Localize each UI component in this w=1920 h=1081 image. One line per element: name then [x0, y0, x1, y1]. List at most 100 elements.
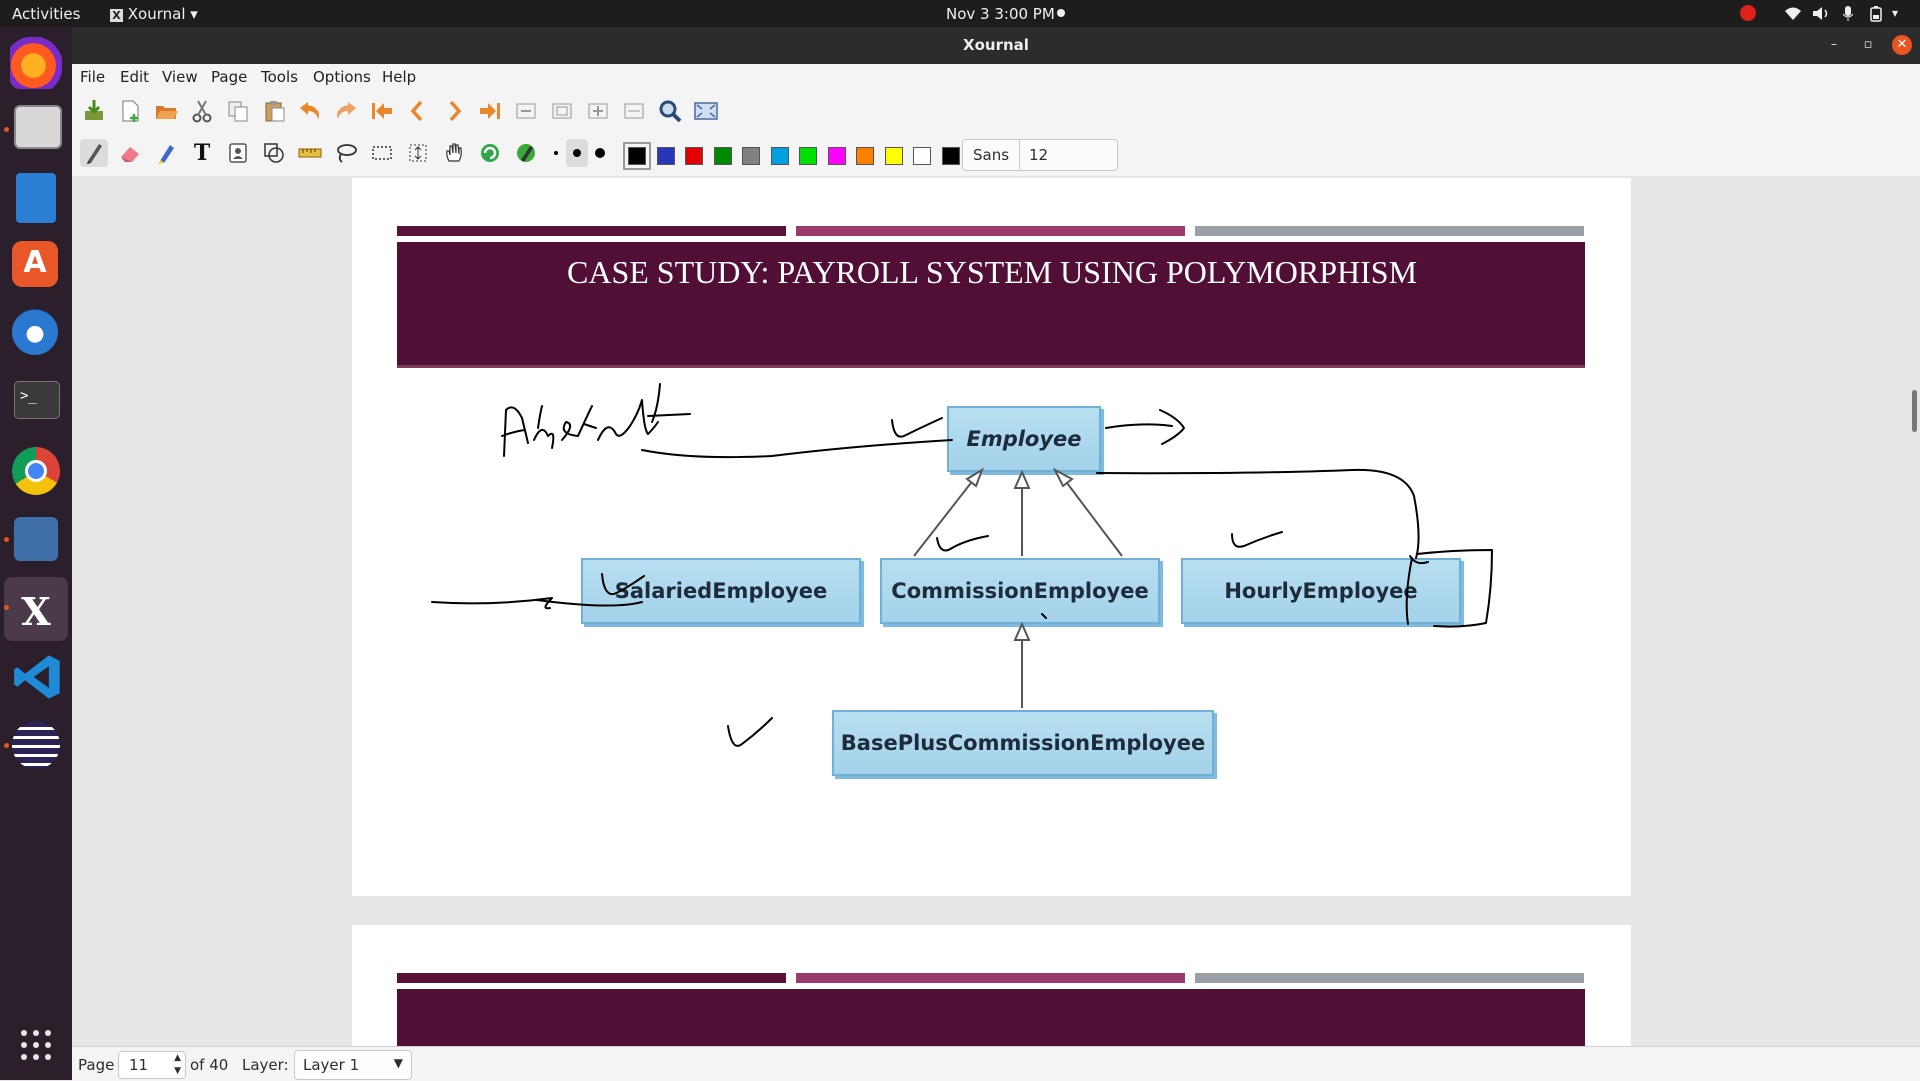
- eclipse-icon[interactable]: [12, 721, 60, 769]
- window-titlebar[interactable]: Xournal – ▫ ✕: [72, 27, 1920, 64]
- next-page-icon[interactable]: [440, 97, 468, 125]
- header-stripe-dark: [397, 973, 786, 983]
- vscode-icon[interactable]: [12, 651, 64, 703]
- page-11[interactable]: CASE STUDY: PAYROLL SYSTEM USING POLYMOR…: [352, 178, 1631, 896]
- color-swatch[interactable]: [656, 147, 675, 165]
- copy-icon[interactable]: [224, 97, 252, 125]
- menu-edit[interactable]: Edit: [120, 68, 150, 86]
- color-swatch[interactable]: [742, 147, 760, 165]
- color-swatch[interactable]: [623, 142, 651, 170]
- status-bar: Page 11 ▲ ▼ of 40 Layer: Layer 1 ▼: [72, 1046, 1920, 1081]
- document-canvas[interactable]: CASE STUDY: PAYROLL SYSTEM USING POLYMOR…: [72, 176, 1920, 1046]
- spinner-up-icon[interactable]: ▲: [174, 1053, 181, 1063]
- color-swatch[interactable]: [913, 147, 931, 165]
- volume-icon[interactable]: [1812, 6, 1830, 21]
- fullscreen-icon[interactable]: [692, 97, 720, 125]
- eraser-icon[interactable]: [116, 139, 144, 167]
- undo-icon[interactable]: [296, 97, 324, 125]
- default-pen-icon[interactable]: [512, 139, 540, 167]
- window-title: Xournal: [963, 36, 1029, 54]
- recording-indicator-icon[interactable]: [1740, 5, 1756, 21]
- slide-title-banner: [397, 989, 1585, 1046]
- writer-icon[interactable]: [16, 173, 56, 223]
- main-toolbar: [72, 90, 1920, 132]
- files-icon[interactable]: [14, 105, 62, 149]
- show-applications-icon[interactable]: [20, 1029, 52, 1061]
- text-tool-icon[interactable]: T: [193, 140, 211, 166]
- minimize-button[interactable]: –: [1830, 37, 1838, 52]
- medium-stroke-button[interactable]: [566, 139, 588, 167]
- color-swatch[interactable]: [770, 147, 789, 165]
- last-page-icon[interactable]: [476, 97, 504, 125]
- layer-select[interactable]: Layer 1 ▼: [294, 1050, 412, 1080]
- page-count-label: of 40: [190, 1056, 229, 1074]
- notification-dot-icon: [1057, 9, 1065, 17]
- lasso-select-icon[interactable]: [332, 139, 360, 167]
- system-menu-caret-icon[interactable]: ▾: [1892, 6, 1899, 20]
- activities-button[interactable]: Activities: [12, 5, 81, 23]
- firefox-icon[interactable]: [10, 37, 62, 89]
- open-icon[interactable]: [152, 97, 180, 125]
- header-stripe-light: [1195, 226, 1584, 236]
- rect-select-icon[interactable]: [368, 139, 396, 167]
- thunderbird-icon[interactable]: [12, 309, 58, 355]
- clock[interactable]: Nov 3 3:00 PM: [946, 5, 1055, 23]
- color-swatch[interactable]: [884, 147, 903, 165]
- search-icon[interactable]: [656, 97, 684, 125]
- microphone-icon[interactable]: [1842, 6, 1854, 22]
- app-menu[interactable]: X Xournal ▾: [110, 5, 198, 23]
- color-swatch[interactable]: [713, 147, 732, 165]
- menu-help[interactable]: Help: [382, 68, 417, 86]
- redo-icon[interactable]: [332, 97, 360, 125]
- color-swatch[interactable]: [941, 147, 960, 165]
- running-indicator: [4, 743, 9, 748]
- vertical-scrollbar-thumb[interactable]: [1912, 390, 1917, 432]
- new-page-icon[interactable]: [116, 97, 144, 125]
- layer-label: Layer:: [242, 1056, 289, 1074]
- page-number-spinner[interactable]: 11 ▲ ▼: [118, 1051, 186, 1079]
- battery-icon[interactable]: [1870, 6, 1882, 22]
- color-swatch[interactable]: [856, 147, 874, 165]
- menu-page[interactable]: Page: [211, 68, 248, 86]
- menu-tools[interactable]: Tools: [261, 68, 298, 86]
- save-icon[interactable]: [80, 97, 108, 125]
- paste-icon[interactable]: [260, 97, 288, 125]
- page-width-icon[interactable]: [620, 97, 648, 125]
- drawing-toolbar: T Sans 12: [72, 132, 1920, 177]
- ruler-icon[interactable]: [296, 139, 324, 167]
- cut-icon[interactable]: [188, 97, 216, 125]
- xournal-dock-icon[interactable]: X: [4, 577, 68, 641]
- pen-icon[interactable]: [80, 139, 108, 167]
- highlighter-icon[interactable]: [152, 139, 180, 167]
- close-button[interactable]: ✕: [1892, 35, 1912, 55]
- thin-stroke-button[interactable]: [548, 139, 564, 167]
- uml-class-employee: Employee: [947, 406, 1101, 472]
- spinner-down-icon[interactable]: ▼: [174, 1066, 181, 1076]
- image-tool-icon[interactable]: [224, 139, 252, 167]
- color-swatch[interactable]: [685, 147, 703, 165]
- chrome-icon[interactable]: [12, 447, 60, 495]
- menu-options[interactable]: Options: [313, 68, 371, 86]
- xournal-app-icon: X: [110, 9, 123, 22]
- hand-tool-icon[interactable]: [440, 139, 468, 167]
- terminal-icon[interactable]: >_: [14, 381, 60, 419]
- zoom-out-icon[interactable]: [512, 97, 540, 125]
- shape-recognizer-icon[interactable]: [260, 139, 288, 167]
- first-page-icon[interactable]: [368, 97, 396, 125]
- screenshot-tool-icon[interactable]: [14, 517, 58, 561]
- menu-file[interactable]: File: [80, 68, 106, 86]
- zoom-fit-icon[interactable]: [548, 97, 576, 125]
- zoom-in-icon[interactable]: [584, 97, 612, 125]
- font-button[interactable]: Sans 12: [962, 139, 1118, 171]
- wifi-icon[interactable]: [1784, 6, 1802, 21]
- vertical-space-icon[interactable]: [404, 139, 432, 167]
- thick-stroke-button[interactable]: [590, 139, 612, 167]
- color-swatch[interactable]: [799, 147, 817, 165]
- previous-page-icon[interactable]: [404, 97, 432, 125]
- maximize-button[interactable]: ▫: [1863, 37, 1873, 52]
- page-12[interactable]: [352, 925, 1631, 1046]
- default-tool-icon[interactable]: [476, 139, 504, 167]
- color-swatch[interactable]: [827, 147, 846, 165]
- software-center-icon[interactable]: A: [12, 241, 58, 287]
- menu-view[interactable]: View: [162, 68, 198, 86]
